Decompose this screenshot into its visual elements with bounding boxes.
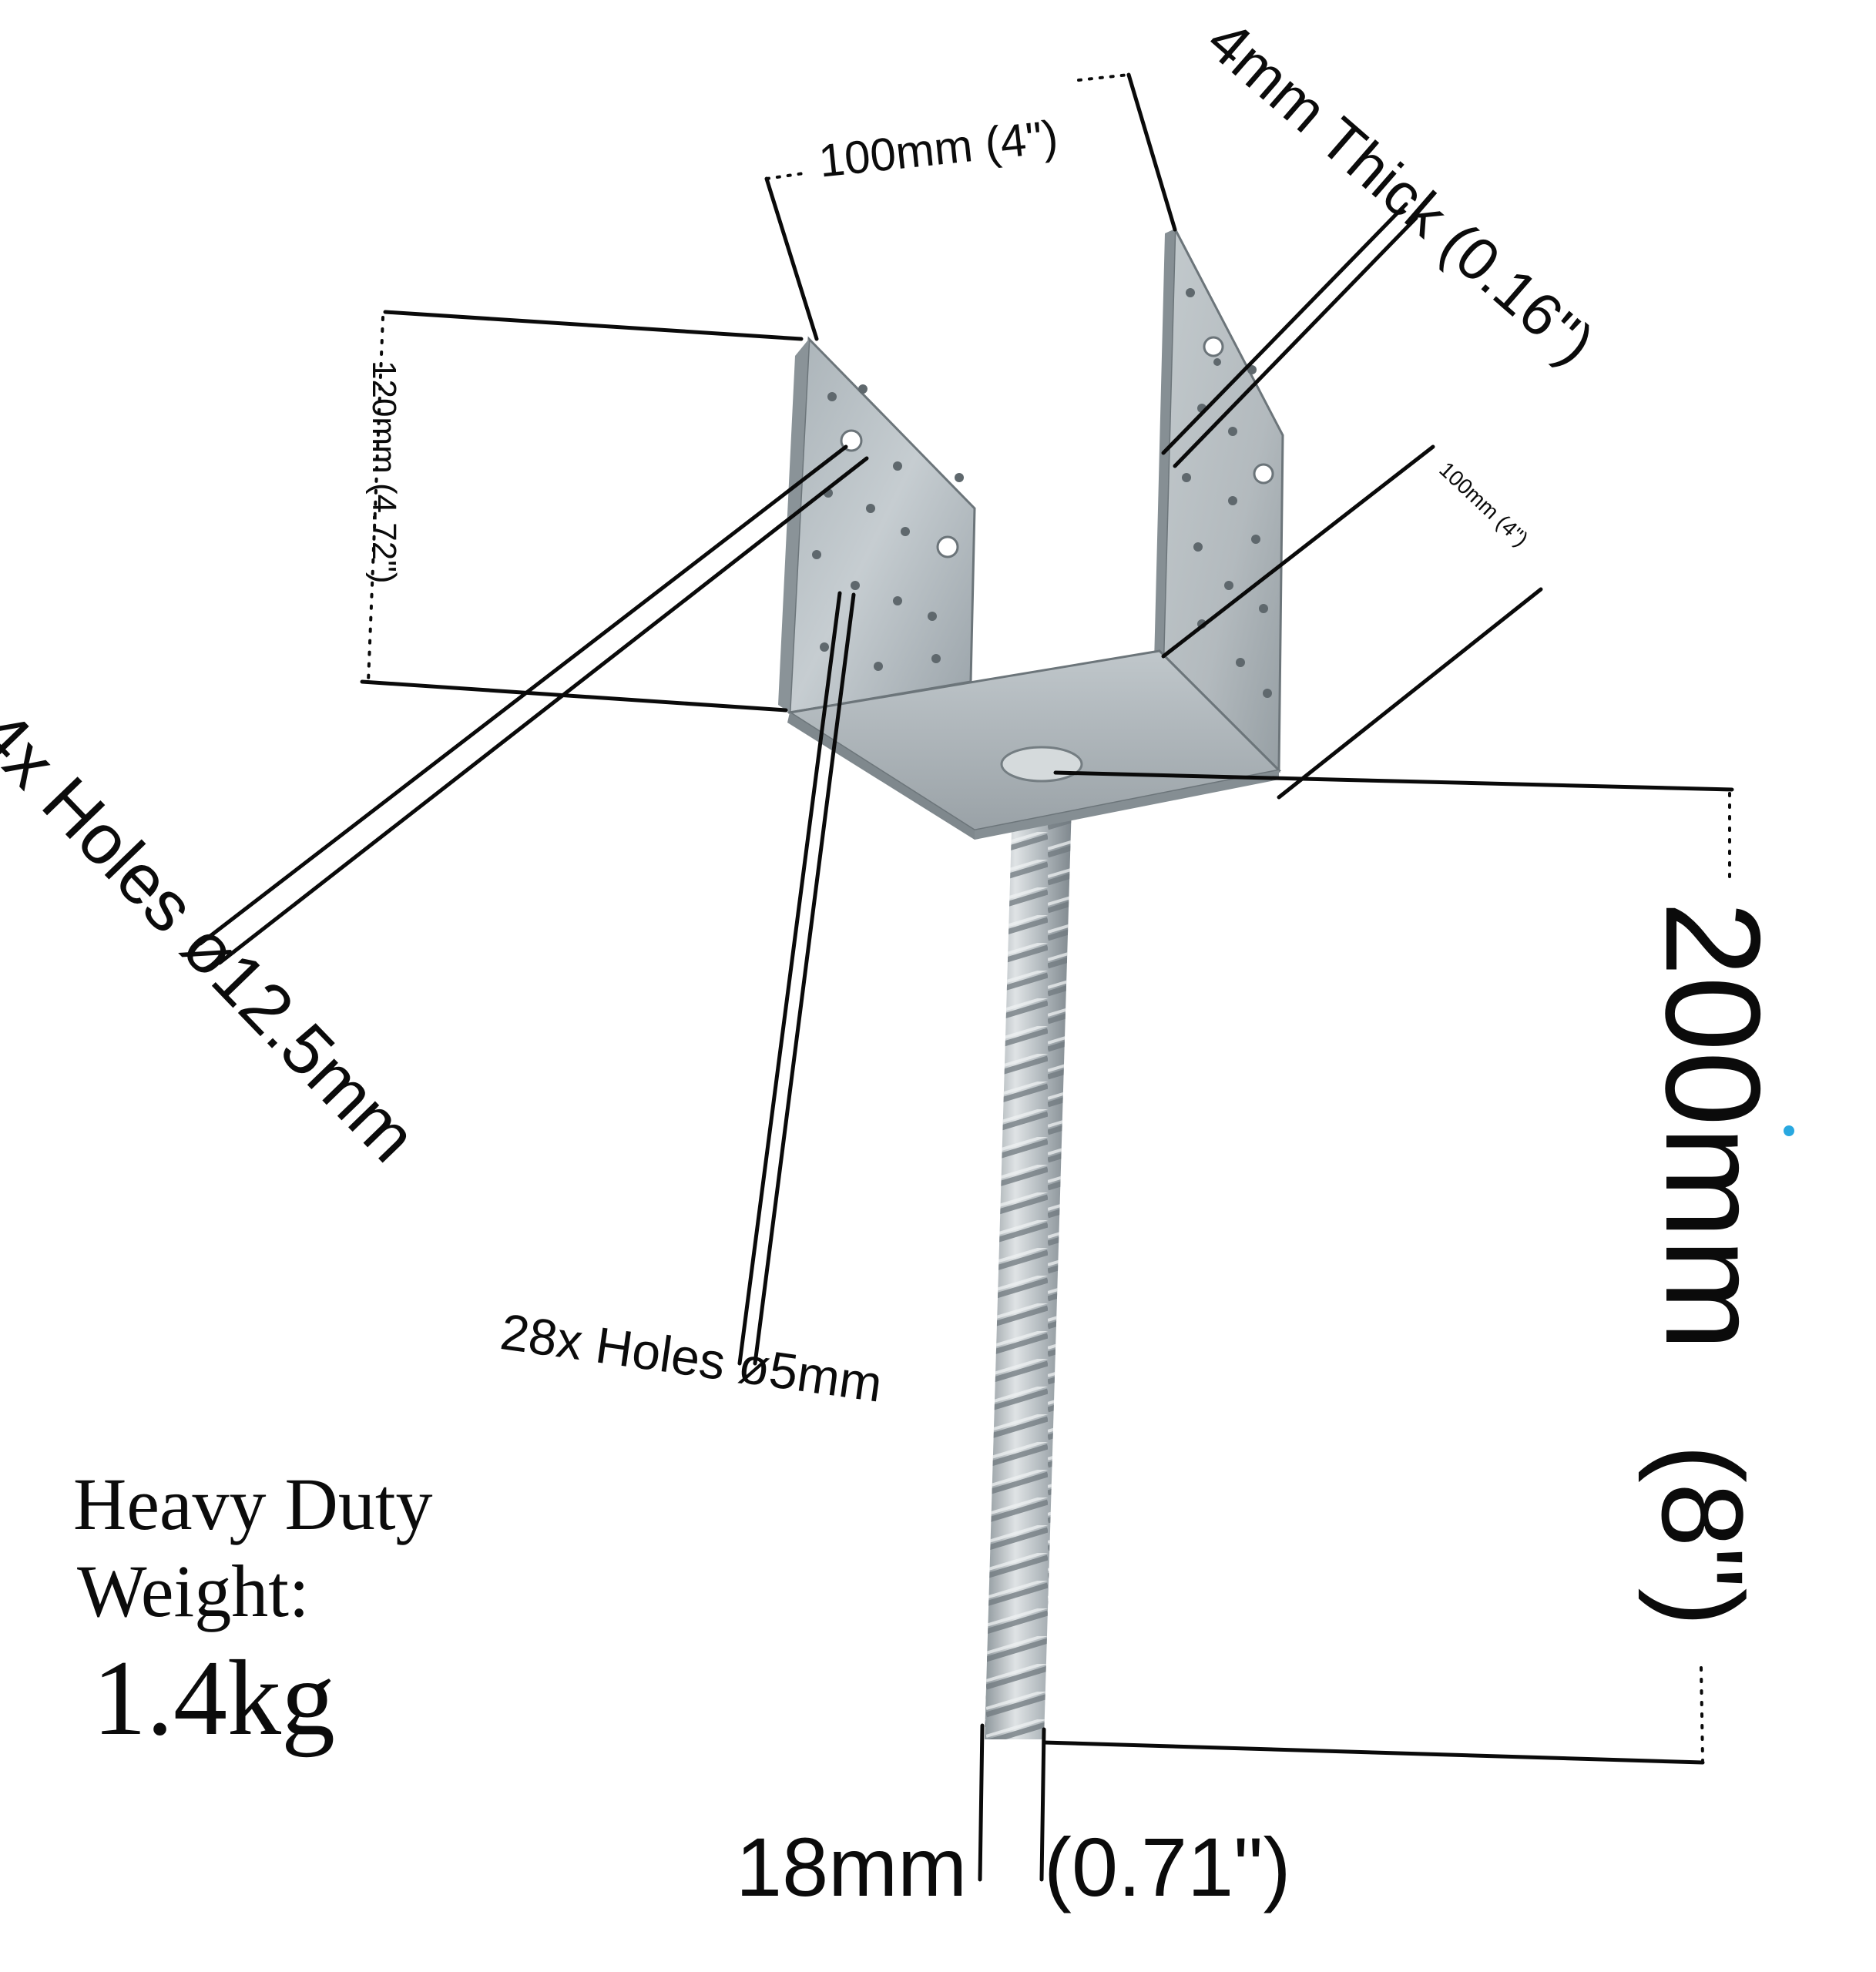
weight-label: Weight: bbox=[77, 1550, 310, 1632]
large-holes bbox=[840, 336, 1274, 558]
threaded-rod bbox=[985, 778, 1072, 1739]
small-holes bbox=[812, 288, 1272, 698]
weight-value: 1.4kg bbox=[92, 1638, 335, 1758]
rod-diameter-inch-label: (0.71") bbox=[1044, 1820, 1291, 1913]
rod-length-label: 200mm bbox=[1637, 901, 1787, 1351]
post-anchor-product bbox=[778, 224, 1284, 1739]
left-side-plate bbox=[778, 336, 976, 714]
rod-length-inch-label: (8") bbox=[1638, 1444, 1767, 1627]
grade-label: Heavy Duty bbox=[73, 1463, 433, 1545]
height-label: 120mm (4.72") bbox=[365, 361, 403, 584]
accent-dot bbox=[1784, 1125, 1794, 1136]
rod-diameter-label: 18mm bbox=[736, 1820, 968, 1913]
dimension-lines bbox=[198, 72, 1734, 1882]
